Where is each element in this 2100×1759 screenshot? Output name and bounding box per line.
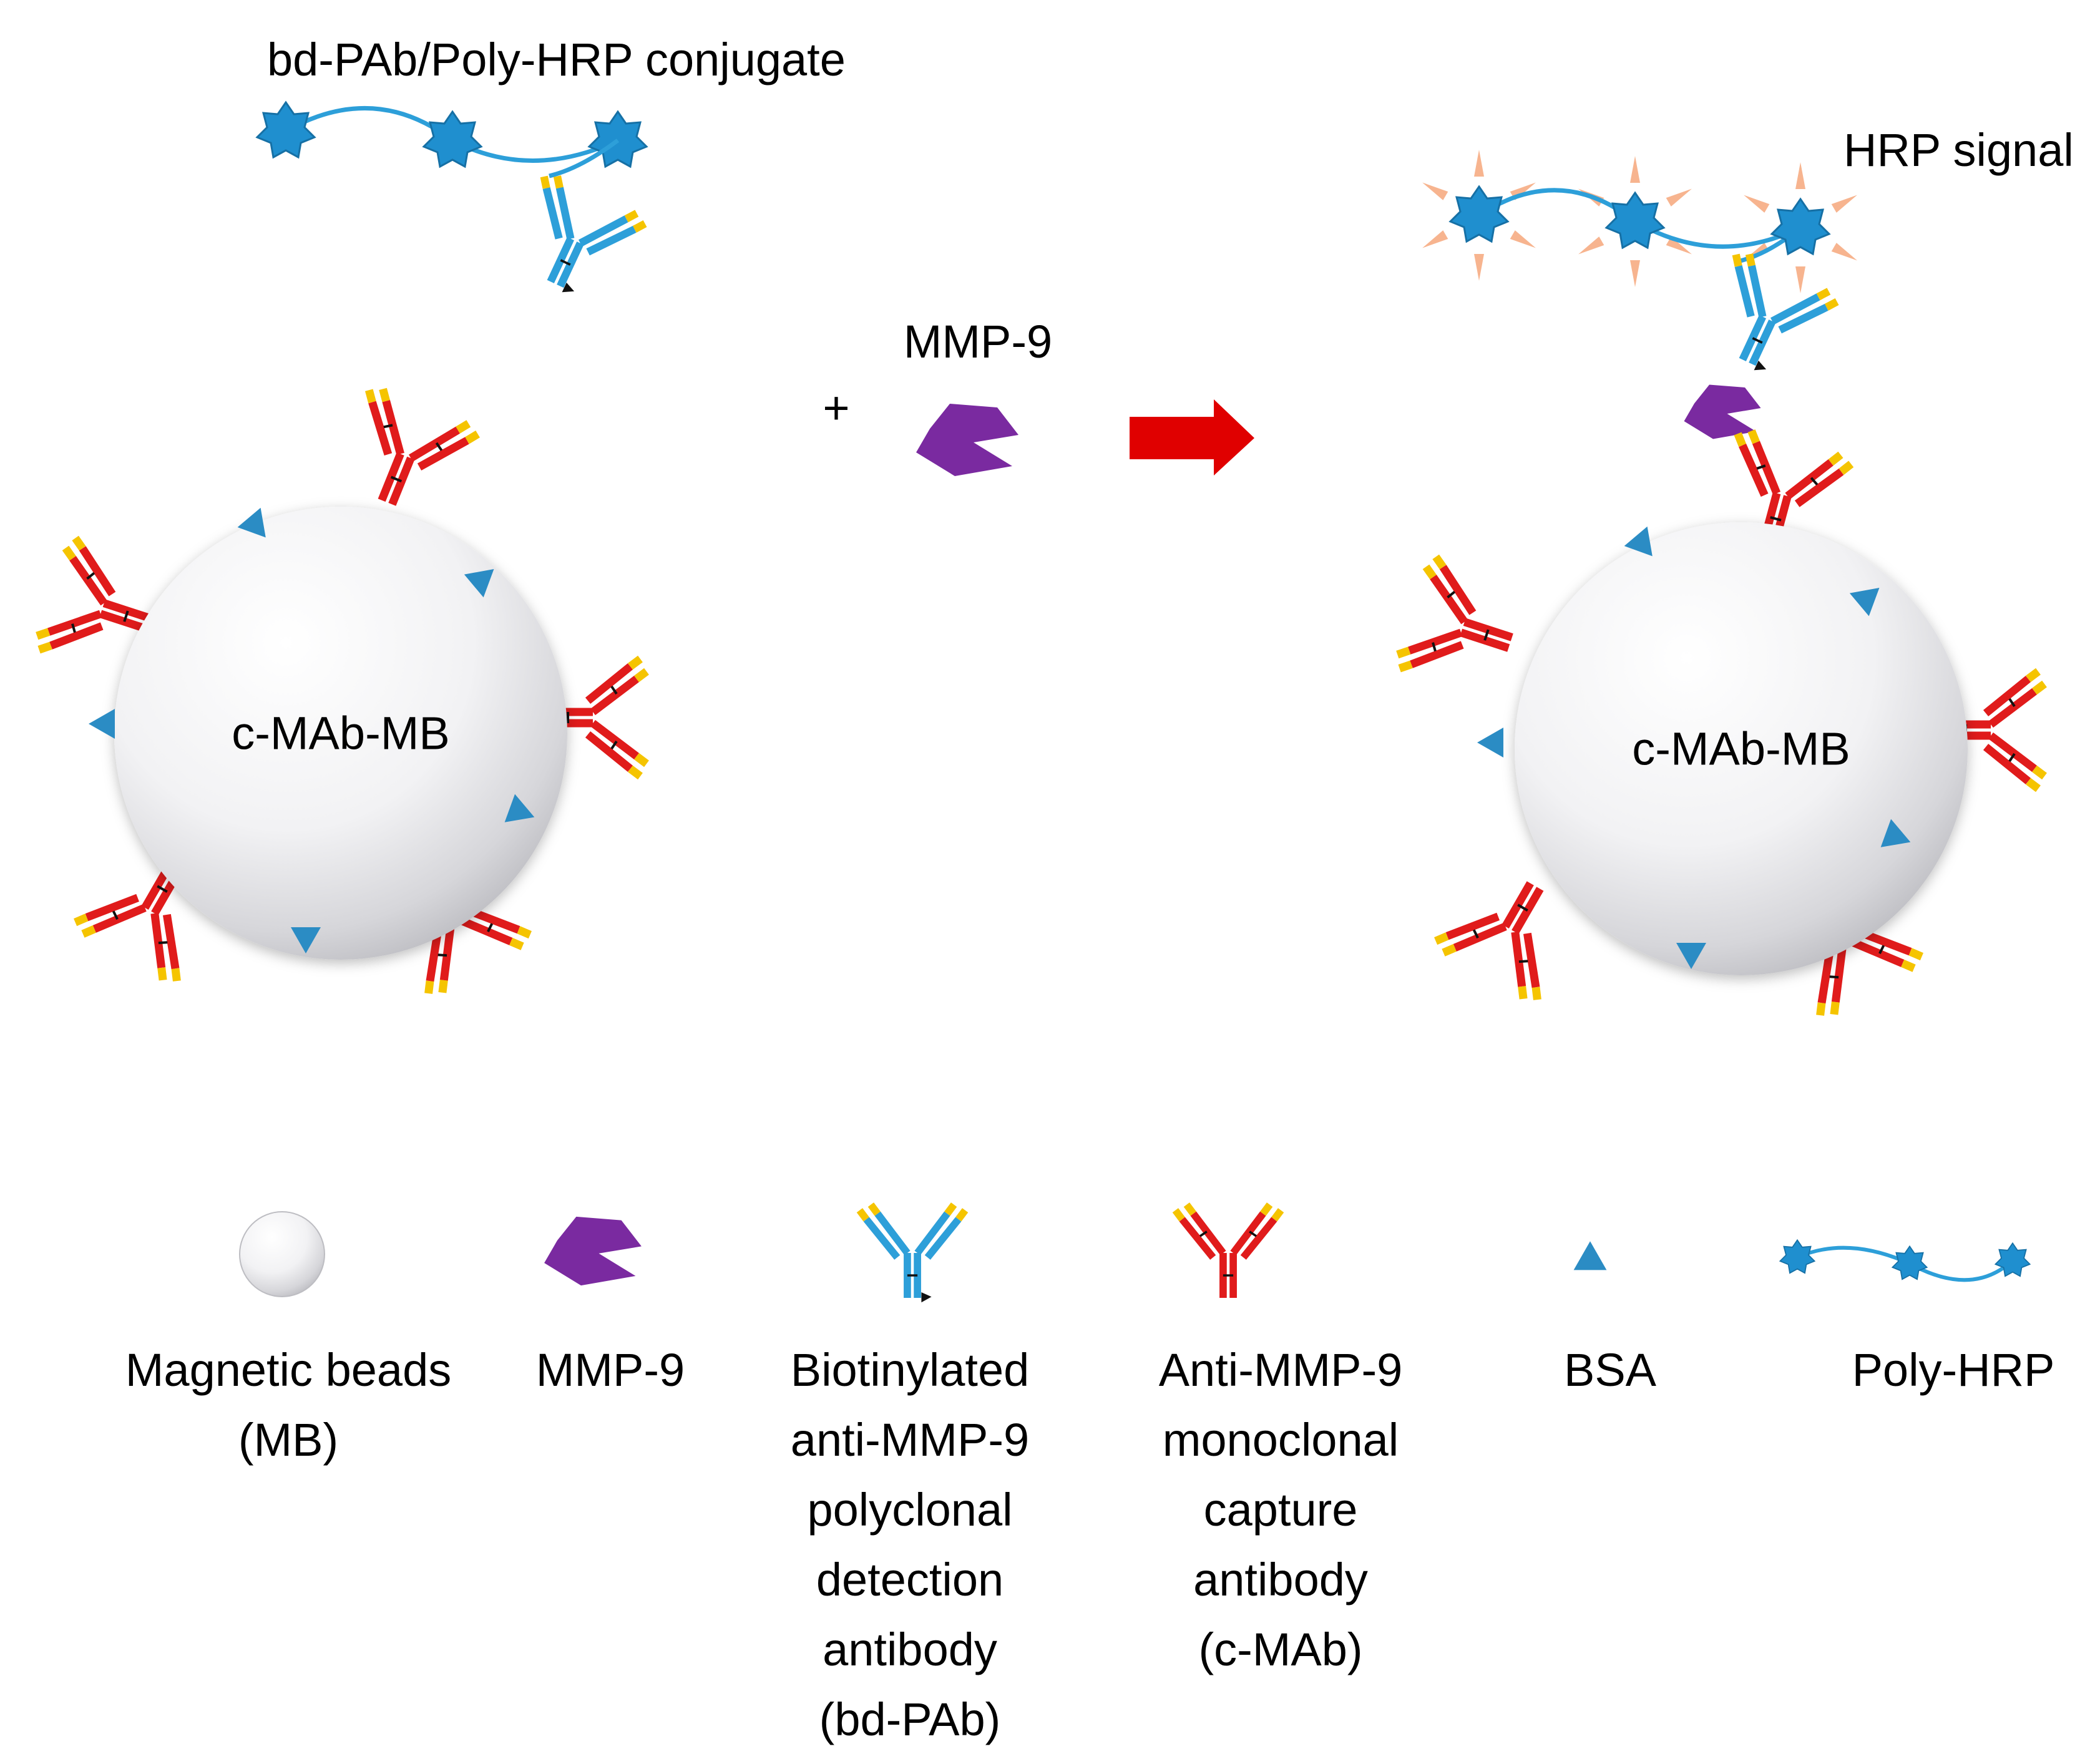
analyte-label: MMP-9: [903, 316, 1053, 368]
capture-antibody-icon: [1394, 555, 1528, 698]
poly-hrp-icon: [1779, 1239, 2031, 1282]
hrp-star-icon: [1770, 198, 1830, 255]
legend-label-bsa: BSA: [1563, 1344, 1657, 1396]
legend-label-magnetic-beads: Magnetic beads(MB): [125, 1344, 452, 1466]
capture-antibody-icon: [1175, 1205, 1281, 1298]
magnetic-bead-icon: [114, 507, 567, 960]
mmp9-protein-icon: [916, 404, 1018, 476]
hrp-signal-label: HRP signal: [1844, 124, 2074, 176]
detection-antibody-icon: [859, 1205, 965, 1303]
legend-label-poly-hrp: Poly-HRP: [1852, 1344, 2055, 1396]
mmp9-protein-icon: [1684, 384, 1761, 439]
magnetic-bead-icon: [1515, 522, 1968, 975]
right-bead-complex: [1394, 150, 2044, 1021]
bsa-triangle-icon: [89, 709, 115, 739]
plus-sign: +: [823, 382, 850, 434]
bead-label-left: c-MAb-MB: [232, 707, 450, 759]
hrp-star-icon: [256, 101, 316, 158]
left-bead-complex: [33, 384, 647, 999]
capture-antibody-icon: [333, 384, 480, 524]
legend-label-mmp9: MMP-9: [535, 1344, 685, 1396]
hrp-star-icon: [1449, 185, 1509, 243]
conjugate-title: bd-PAb/Poly-HRP conjugate: [267, 34, 846, 85]
legend-icons: [239, 1205, 2031, 1303]
hrp-star-icon: [588, 110, 648, 168]
detection-antibody-icon: [1695, 249, 1840, 389]
conjugate-group: [256, 101, 648, 312]
mmp9-protein-icon: [544, 1216, 642, 1286]
hrp-star-icon: [1605, 192, 1665, 249]
bsa-triangle-icon: [1573, 1241, 1607, 1270]
hrp-star-icon: [422, 110, 482, 168]
magnetic-bead-icon: [239, 1211, 325, 1297]
bsa-triangle-icon: [1477, 728, 1503, 758]
reaction-arrow-icon: [1130, 399, 1254, 475]
detection-antibody-icon: [503, 171, 648, 311]
bead-label-right: c-MAb-MB: [1632, 723, 1850, 775]
